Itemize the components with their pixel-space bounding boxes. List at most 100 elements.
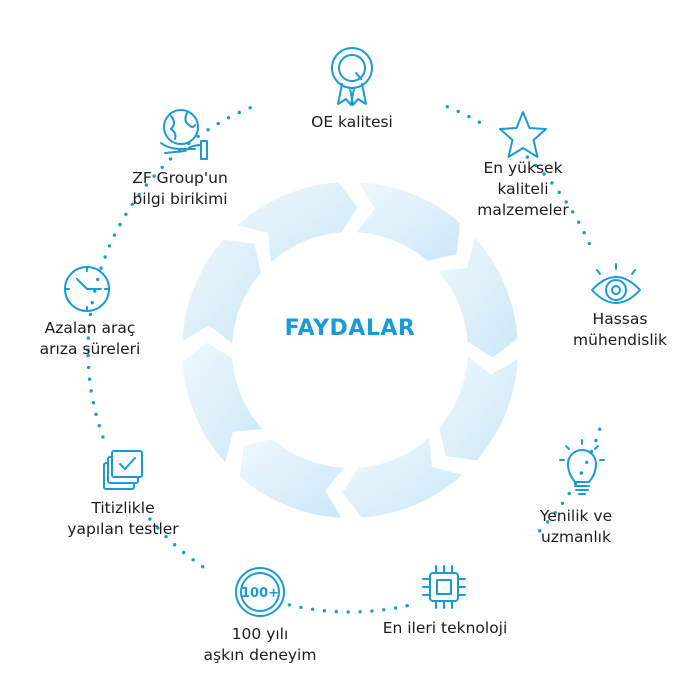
benefit-label-experience: 100 yılı aşkın deneyim — [203, 625, 317, 664]
ring-dot — [93, 289, 97, 293]
quality-badge-icon — [331, 47, 373, 106]
ring-dot — [103, 255, 107, 259]
ring-dot — [160, 165, 164, 169]
ring-dot — [152, 174, 156, 178]
ring-dot — [370, 609, 374, 613]
ring-dot — [577, 220, 581, 224]
ring-dot — [594, 438, 598, 443]
ring-dot — [237, 110, 241, 115]
cycle-arrow-segment — [182, 342, 263, 463]
ring-dot — [206, 128, 210, 132]
diagram-title: FAYDALAR — [284, 316, 416, 341]
ring-dot — [99, 266, 103, 270]
ring-dot — [553, 511, 557, 515]
ring-dot — [94, 412, 98, 416]
dotted-circle — [86, 105, 602, 614]
ring-dot — [477, 120, 482, 124]
benefit-label-testing: Titizlikle yapılan testler — [67, 499, 179, 538]
ring-dot — [582, 231, 586, 235]
benefit-label-engineering: Hassas mühendislik — [573, 310, 667, 349]
ring-dot — [137, 192, 141, 197]
globe-hand-icon — [160, 109, 208, 160]
benefit-label-technology: En ileri teknoloji — [382, 619, 508, 637]
ring-dot — [525, 155, 529, 159]
ring-dot — [196, 134, 200, 139]
ring-dot — [168, 157, 173, 161]
ring-dot — [101, 435, 105, 439]
hundred-plus-icon: 100+ — [235, 567, 285, 617]
checked-documents-icon — [103, 450, 143, 490]
benefit-label-know-how: ZF Group'un bilgi birikimi — [132, 169, 228, 208]
ring-dot — [557, 190, 561, 194]
ring-dot — [86, 348, 90, 352]
ring-dot — [107, 244, 112, 248]
ring-dot — [89, 389, 93, 393]
ring-dot — [216, 121, 220, 126]
ring-dot — [546, 520, 550, 524]
cycle-arrow-segment — [437, 237, 518, 358]
ring-dot — [542, 172, 546, 176]
ring-dot — [130, 202, 134, 206]
ring-dot — [118, 222, 122, 227]
ring-dot — [310, 607, 315, 611]
ring-dot — [571, 210, 575, 214]
benefit-label-innovation: Yenilik ve uzmanlık — [539, 507, 613, 546]
microchip-icon — [422, 565, 466, 609]
svg-text:100+: 100+ — [241, 586, 279, 601]
ring-dot — [191, 558, 195, 562]
ring-dot — [86, 353, 90, 358]
ring-dot — [560, 501, 565, 505]
ring-dot — [567, 491, 571, 496]
ring-dot — [587, 241, 591, 246]
ring-dot — [90, 301, 95, 305]
ring-dot — [248, 106, 252, 110]
ring-dot — [96, 277, 100, 282]
ring-dot — [598, 427, 602, 431]
cycle-arrow-segment — [342, 437, 463, 518]
ring-dot — [550, 181, 554, 185]
ring-dot — [585, 460, 589, 465]
ring-dot — [393, 606, 398, 610]
ring-dot — [87, 324, 91, 328]
ring-dot — [156, 526, 160, 530]
ring-dot — [322, 609, 327, 613]
cycle-arrow-segment — [239, 439, 344, 518]
ring-dot — [287, 603, 291, 607]
ring-dot — [456, 109, 460, 114]
ring-dot — [564, 200, 568, 204]
ring-dot — [467, 114, 471, 119]
ring-dot — [148, 517, 152, 521]
ring-dot — [226, 116, 231, 120]
cycle-arrow-segment — [439, 356, 518, 461]
ring-dot — [538, 529, 542, 533]
ring-dot — [164, 534, 168, 539]
ring-dot — [91, 401, 96, 405]
ring-dot — [358, 610, 362, 614]
ring-dot — [579, 471, 583, 475]
ring-dot — [124, 212, 128, 216]
ring-dot — [534, 163, 538, 168]
ring-dot — [299, 605, 303, 610]
ring-dot — [182, 550, 186, 555]
eye-icon — [591, 263, 641, 304]
ring-dot — [382, 608, 386, 612]
ring-dot — [86, 336, 91, 340]
lightbulb-icon — [559, 439, 605, 495]
clock-icon — [64, 266, 110, 312]
ring-dot — [445, 105, 449, 109]
ring-dot — [87, 377, 92, 381]
ring-dot — [88, 312, 93, 317]
ring-dot — [86, 365, 91, 370]
cycle-arrow-segment — [237, 182, 358, 263]
ring-dot — [334, 609, 338, 614]
ring-dot — [97, 424, 101, 428]
ring-dot — [346, 610, 350, 614]
ring-dot — [173, 543, 177, 547]
cycle-arrow-segment — [356, 182, 461, 261]
ring-dot — [405, 604, 409, 608]
ring-dot — [144, 183, 149, 187]
benefit-label-downtime: Azalan araç arıza süreleri — [39, 319, 141, 358]
benefit-label-oe-quality: OE kalitesi — [311, 113, 393, 131]
